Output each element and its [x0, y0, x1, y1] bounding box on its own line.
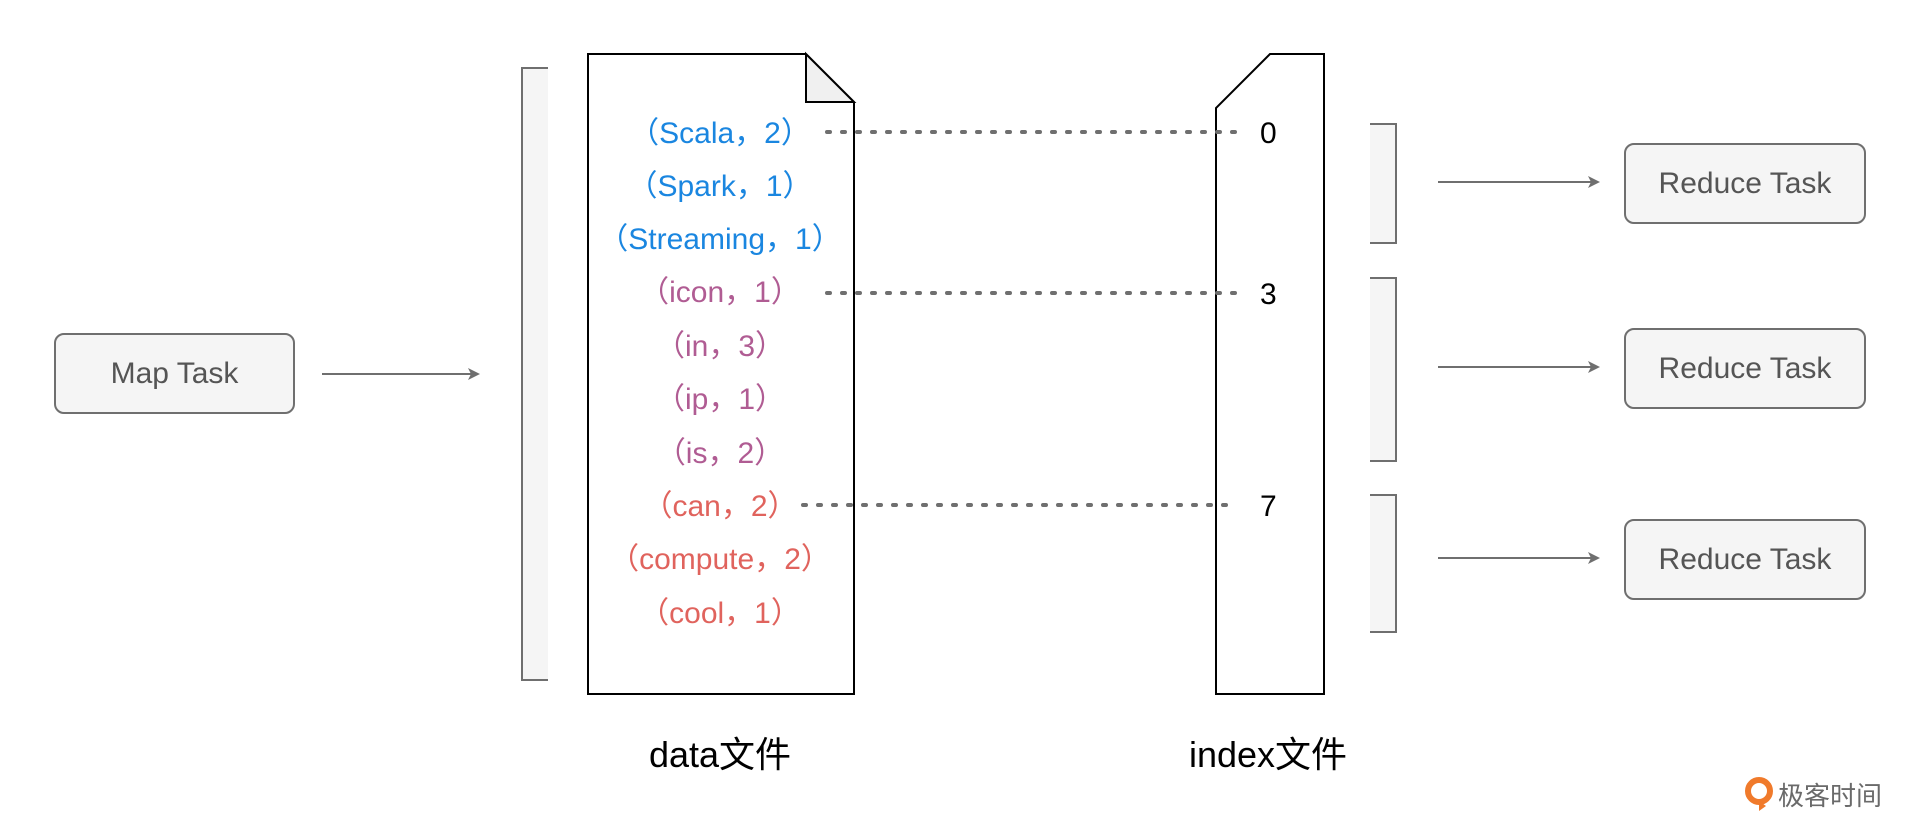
data-file-caption: data文件 — [648, 734, 792, 775]
reduce-task-label: Reduce Task — [1658, 542, 1832, 576]
partition-bracket-2 — [1370, 277, 1397, 462]
reduce-task-box: Reduce Task — [1624, 143, 1866, 224]
data-entry: （Streaming，1） — [598, 223, 842, 256]
index-offset: 0 — [1260, 117, 1277, 150]
data-entry: （can，2） — [642, 490, 798, 523]
data-file-shape — [587, 53, 855, 695]
data-entry: （compute，2） — [609, 543, 831, 576]
reduce-task-label: Reduce Task — [1658, 166, 1832, 200]
data-entry: （Spark，1） — [627, 170, 813, 203]
reduce-task-box: Reduce Task — [1624, 519, 1866, 600]
partition-bracket-1 — [1370, 123, 1397, 244]
brand-watermark-text: 极客时间 — [1778, 782, 1883, 812]
geektime-logo-icon — [1745, 776, 1773, 811]
data-entry: （in，3） — [654, 330, 786, 363]
map-task-label: Map Task — [110, 356, 239, 390]
data-entry: （cool，1） — [639, 597, 801, 630]
reduce-task-box: Reduce Task — [1624, 328, 1866, 409]
reduce-task-label: Reduce Task — [1658, 351, 1832, 385]
index-offset: 7 — [1260, 490, 1277, 523]
map-task-box: Map Task — [54, 333, 295, 414]
data-entry: （Scala，2） — [629, 117, 811, 150]
index-offset: 3 — [1260, 278, 1277, 311]
partition-bracket-3 — [1370, 494, 1397, 633]
brand-watermark: 极客时间 — [1744, 776, 1882, 813]
data-entry: （is，2） — [655, 437, 785, 470]
index-file-caption: index文件 — [1188, 734, 1348, 775]
data-file-bracket — [521, 67, 548, 681]
data-file-fold-icon — [805, 51, 857, 103]
data-entry: （ip，1） — [654, 383, 786, 416]
index-file-shape — [1215, 53, 1325, 695]
data-entry: （icon，1） — [639, 276, 801, 309]
